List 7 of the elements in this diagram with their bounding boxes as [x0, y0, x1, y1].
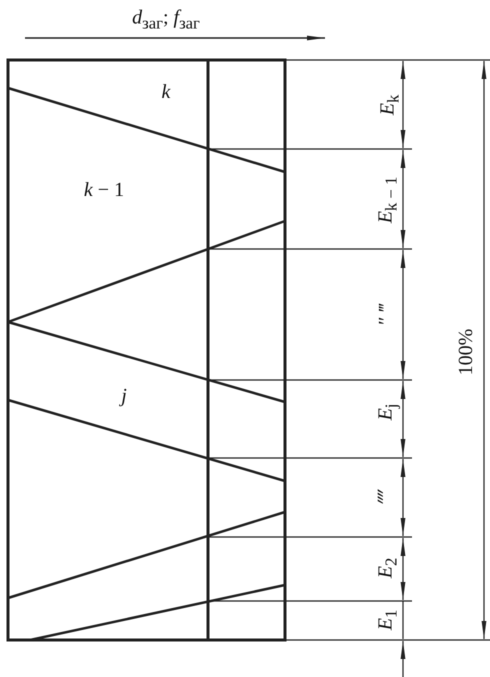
zone-label: j — [121, 386, 127, 406]
dimension-label: ⁗ — [376, 490, 396, 504]
dimension-label: ″ ‴ — [376, 303, 396, 325]
zone-label: k — [162, 82, 170, 102]
direction-label: d$_{заг}$; f$_{заг}$ — [132, 8, 200, 32]
zone-label: k − 1 — [84, 180, 124, 200]
dimension-label: 100% — [456, 328, 476, 376]
